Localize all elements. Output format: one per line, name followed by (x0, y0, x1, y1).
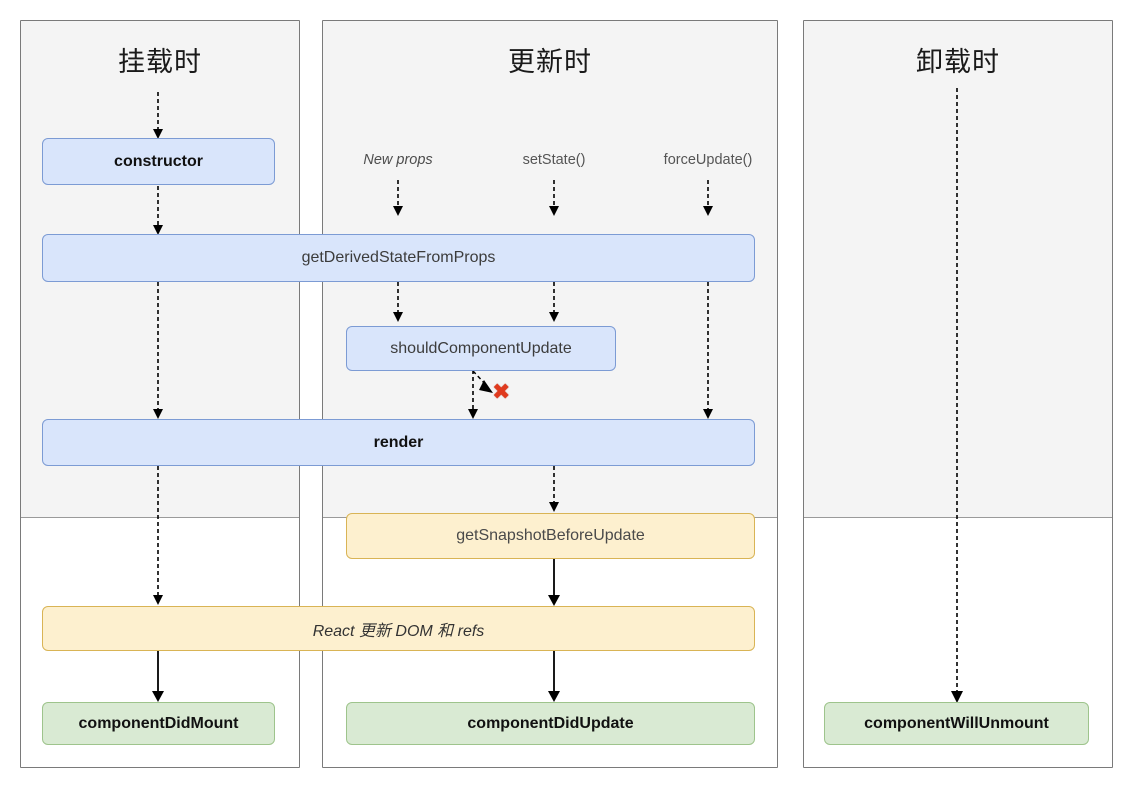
panel-title-unmounting: 卸载时 (916, 47, 1000, 78)
trigger-label-new-props: New props (363, 152, 433, 168)
node-render[interactable]: render (42, 419, 755, 466)
bail-out-x-icon: ✖ (492, 380, 511, 405)
panel-title-mounting: 挂载时 (118, 47, 202, 78)
trigger-label-set-state: setState() (522, 152, 586, 168)
trigger-label-force-update: forceUpdate() (663, 152, 753, 168)
node-component-will-unmount[interactable]: componentWillUnmount (824, 702, 1089, 745)
node-get-snapshot-before-update[interactable]: getSnapshotBeforeUpdate (346, 513, 755, 559)
node-should-component-update[interactable]: shouldComponentUpdate (346, 326, 616, 371)
phase-panel-unmounting (803, 20, 1113, 768)
panel-title-updating: 更新时 (508, 47, 592, 78)
node-constructor[interactable]: constructor (42, 138, 275, 185)
panel-header-unmounting (804, 21, 1112, 518)
node-component-did-update[interactable]: componentDidUpdate (346, 702, 755, 745)
node-get-derived-state-from-props[interactable]: getDerivedStateFromProps (42, 234, 755, 282)
node-react-updates-dom-and-refs[interactable]: React 更新 DOM 和 refs (42, 606, 755, 651)
node-component-did-mount[interactable]: componentDidMount (42, 702, 275, 745)
